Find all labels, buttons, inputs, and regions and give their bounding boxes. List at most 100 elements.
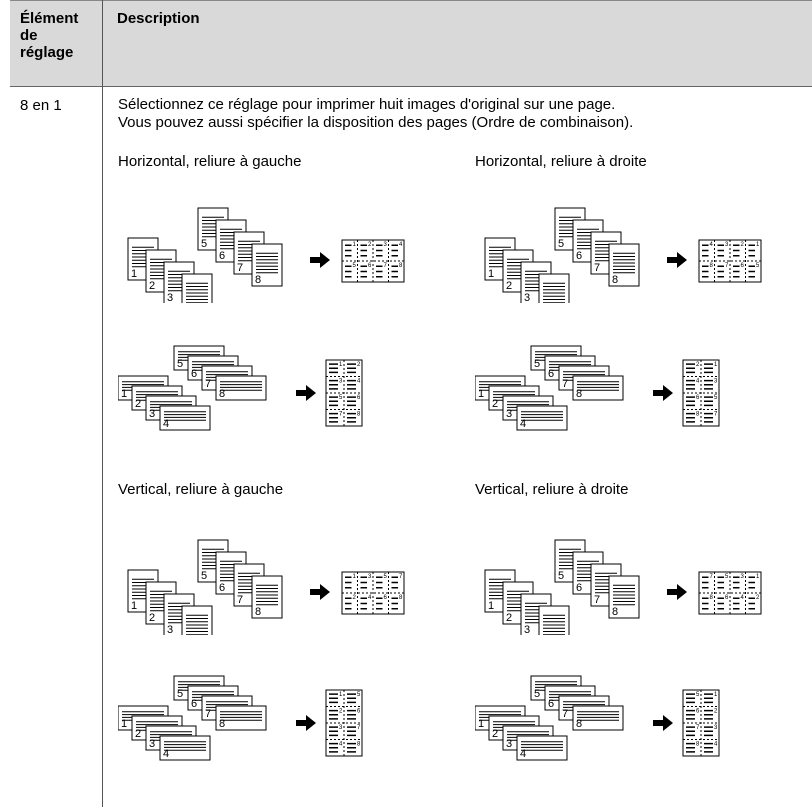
svg-text:1: 1 — [714, 692, 718, 698]
svg-text:1: 1 — [353, 242, 357, 248]
svg-text:4: 4 — [520, 748, 526, 760]
svg-text:3: 3 — [368, 574, 372, 580]
svg-text:7: 7 — [696, 725, 700, 731]
svg-text:7: 7 — [562, 378, 568, 390]
svg-text:6: 6 — [548, 368, 554, 380]
svg-text:3: 3 — [167, 624, 173, 635]
svg-text:5: 5 — [558, 570, 564, 582]
svg-text:4: 4 — [368, 595, 372, 601]
svg-text:4: 4 — [710, 242, 714, 248]
figure-horizontal-right-portrait: 1234567843218765 — [475, 198, 775, 303]
svg-text:8: 8 — [255, 606, 261, 618]
svg-text:4: 4 — [163, 418, 169, 430]
svg-text:6: 6 — [191, 698, 197, 710]
svg-text:2: 2 — [135, 398, 141, 410]
row-description: Sélectionnez ce réglage pour imprimer hu… — [118, 96, 633, 132]
svg-text:2: 2 — [135, 728, 141, 740]
svg-text:5: 5 — [714, 395, 718, 401]
svg-text:2: 2 — [756, 595, 760, 601]
svg-text:5: 5 — [357, 692, 361, 698]
svg-text:8: 8 — [612, 606, 618, 618]
svg-text:3: 3 — [714, 379, 718, 385]
svg-text:6: 6 — [548, 698, 554, 710]
table-header: Élément de réglage Description — [10, 0, 812, 87]
description-line-2: Vous pouvez aussi spécifier la dispositi… — [118, 114, 634, 131]
caption-vertical-left: Vertical, reliure à gauche — [118, 481, 284, 498]
svg-text:6: 6 — [368, 263, 372, 269]
svg-text:2: 2 — [149, 612, 155, 624]
svg-text:2: 2 — [353, 595, 357, 601]
svg-text:4: 4 — [163, 748, 169, 760]
svg-text:5: 5 — [177, 358, 183, 370]
svg-text:8: 8 — [696, 412, 700, 418]
svg-text:7: 7 — [399, 574, 403, 580]
svg-text:6: 6 — [191, 368, 197, 380]
svg-text:1: 1 — [339, 692, 343, 698]
column-divider — [102, 0, 103, 807]
svg-text:1: 1 — [488, 268, 494, 280]
svg-text:6: 6 — [219, 250, 225, 262]
svg-text:6: 6 — [219, 582, 225, 594]
svg-text:8: 8 — [399, 595, 403, 601]
header-setting-word-2: de — [20, 27, 38, 44]
svg-text:7: 7 — [725, 263, 729, 269]
svg-text:8: 8 — [576, 718, 582, 730]
figure-vertical-right-portrait: 1234567875318642 — [475, 530, 775, 635]
svg-text:7: 7 — [339, 412, 343, 418]
svg-text:8: 8 — [357, 412, 361, 418]
svg-text:7: 7 — [714, 412, 718, 418]
header-description: Description — [117, 10, 200, 27]
svg-text:2: 2 — [506, 612, 512, 624]
svg-text:8: 8 — [399, 263, 403, 269]
svg-text:5: 5 — [353, 263, 357, 269]
svg-text:4: 4 — [696, 379, 700, 385]
svg-text:3: 3 — [339, 379, 343, 385]
svg-text:6: 6 — [384, 595, 388, 601]
svg-text:1: 1 — [353, 574, 357, 580]
svg-text:6: 6 — [576, 582, 582, 594]
svg-text:4: 4 — [399, 242, 403, 248]
svg-text:8: 8 — [710, 595, 714, 601]
svg-text:7: 7 — [594, 262, 600, 274]
svg-text:4: 4 — [357, 379, 361, 385]
svg-text:3: 3 — [524, 292, 530, 303]
svg-text:1: 1 — [488, 600, 494, 612]
svg-text:3: 3 — [524, 624, 530, 635]
svg-text:5: 5 — [696, 692, 700, 698]
svg-text:1: 1 — [756, 574, 760, 580]
svg-text:2: 2 — [492, 398, 498, 410]
svg-text:6: 6 — [576, 250, 582, 262]
svg-text:1: 1 — [131, 268, 137, 280]
svg-text:3: 3 — [725, 242, 729, 248]
svg-text:4: 4 — [714, 742, 718, 748]
svg-text:6: 6 — [696, 709, 700, 715]
svg-text:5: 5 — [177, 688, 183, 700]
figure-vertical-left-portrait: 1234567813572468 — [118, 530, 418, 635]
svg-text:7: 7 — [237, 594, 243, 606]
svg-text:1: 1 — [478, 388, 484, 400]
svg-text:7: 7 — [357, 725, 361, 731]
svg-text:5: 5 — [534, 688, 540, 700]
svg-text:4: 4 — [339, 742, 343, 748]
svg-text:2: 2 — [506, 280, 512, 292]
svg-text:8: 8 — [576, 388, 582, 400]
svg-text:2: 2 — [368, 242, 372, 248]
svg-text:8: 8 — [219, 388, 225, 400]
svg-text:7: 7 — [205, 708, 211, 720]
caption-horizontal-left: Horizontal, reliure à gauche — [118, 153, 302, 170]
svg-text:6: 6 — [357, 395, 361, 401]
svg-text:6: 6 — [741, 263, 745, 269]
description-line-1: Sélectionnez ce réglage pour imprimer hu… — [118, 96, 616, 113]
svg-text:6: 6 — [357, 709, 361, 715]
settings-table: Élément de réglage Description 8 en 1 Sé… — [10, 0, 812, 807]
header-setting-item: Élément de réglage — [20, 10, 98, 61]
svg-text:5: 5 — [384, 574, 388, 580]
header-setting-word-1: Élément — [20, 10, 79, 27]
svg-text:3: 3 — [339, 725, 343, 731]
svg-text:7: 7 — [710, 574, 714, 580]
